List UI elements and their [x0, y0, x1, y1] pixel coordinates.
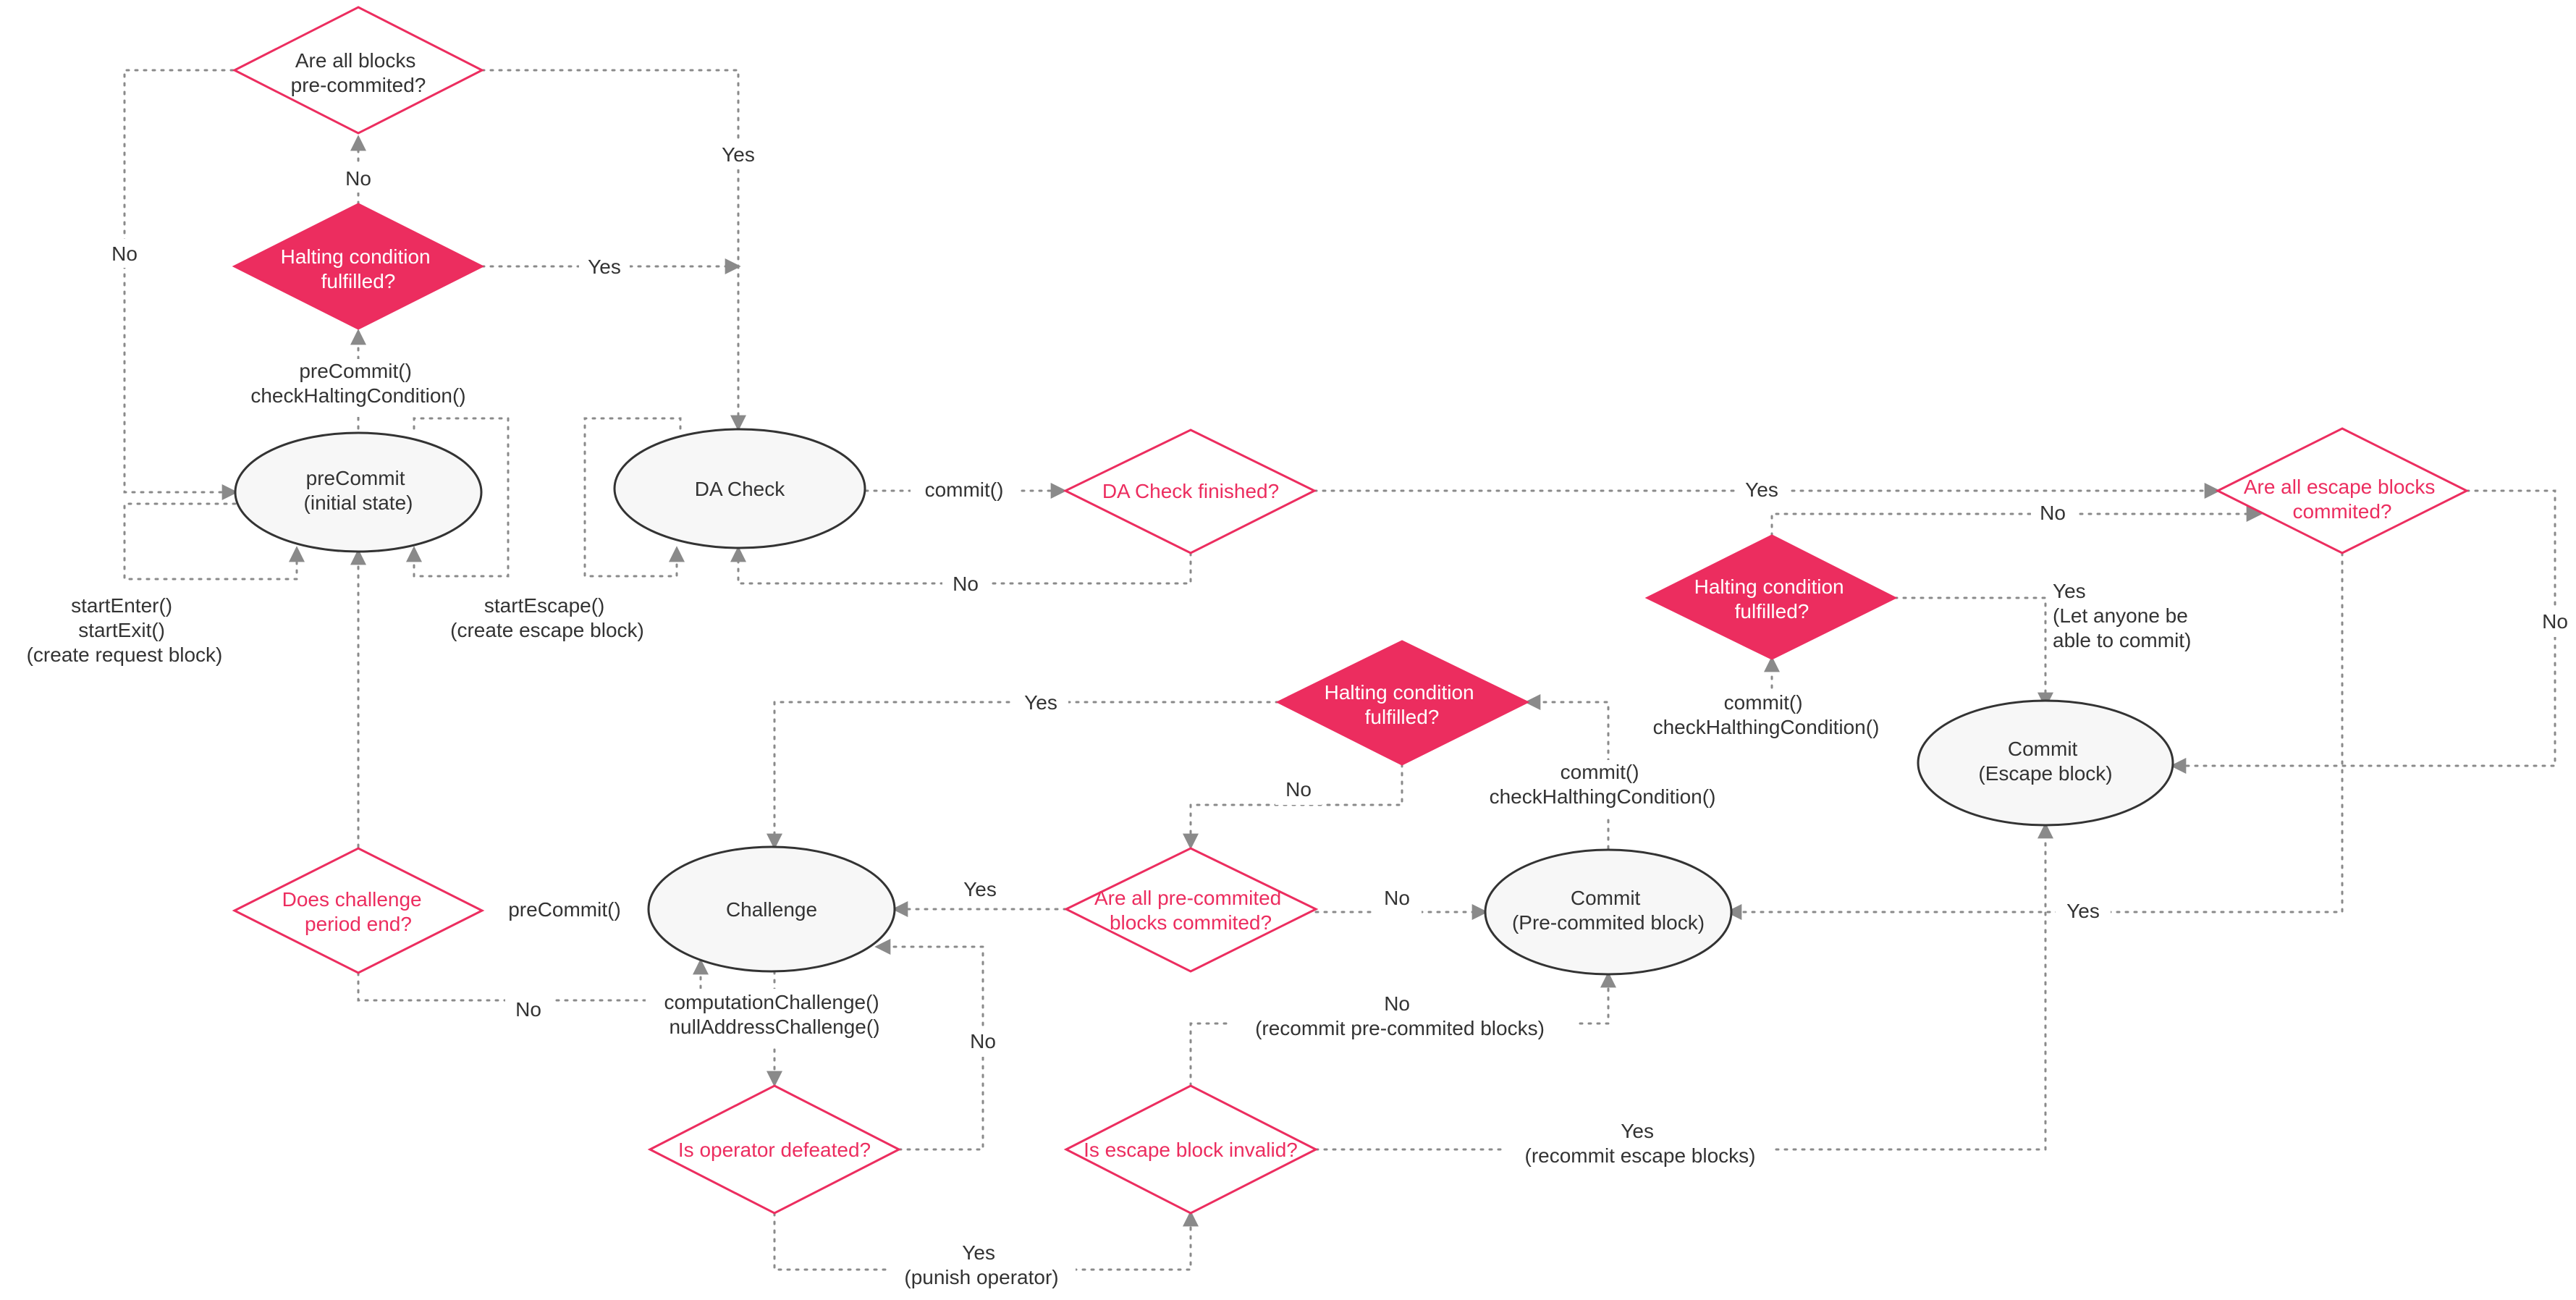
decision-operator-defeated-line-1: Is operator defeated? — [678, 1139, 871, 1161]
svg-text:DA Check finished?: DA Check finished? — [1102, 480, 1279, 502]
label-precommit-call: preCommit() — [508, 898, 621, 921]
state-precommit[interactable]: preCommit (initial state) — [234, 431, 483, 553]
label-no-top: No — [345, 167, 371, 190]
decision-period-end-line-1: Does challenge — [282, 888, 422, 911]
decision-all-blocks-line-1: Are all blocks — [295, 49, 416, 72]
svg-text:Are all escape blocks co: Are all escape blocks commited? — [2244, 476, 2441, 523]
decision-halting-right-line-1: Halting condition — [1694, 575, 1844, 598]
svg-text:Halting condition fulfil: Halting condition fulfilled? — [1694, 575, 1850, 622]
label-commit-halting-middle: commit() checkHalthingCondition() — [1490, 761, 1716, 808]
label-yes-top-right: Yes — [722, 143, 755, 166]
label-no-left: No — [111, 242, 138, 265]
state-precommit-line-2: (initial state) — [304, 491, 413, 514]
svg-text:Commit (Pre-commited blo: Commit (Pre-commited block) — [1512, 887, 1705, 934]
state-challenge[interactable]: Challenge — [647, 845, 896, 973]
decision-all-escape-commited[interactable]: Are all escape blocks commited? — [2215, 427, 2470, 554]
svg-text:DA Check: DA Check — [695, 478, 785, 500]
state-precommit-line-1: preCommit — [306, 467, 405, 489]
edge-halting-middle-yes — [767, 701, 1280, 850]
svg-text:preCommit (initial state: preCommit (initial state) — [304, 467, 413, 514]
svg-text:Are all pre-commited blo: Are all pre-commited blocks commited? — [1094, 887, 1287, 934]
edge-all-escape-yes — [1726, 552, 2344, 920]
svg-text:Halting condition fulfil: Halting condition fulfilled? — [281, 245, 436, 292]
svg-text:Does challenge period en: Does challenge period end? — [282, 888, 428, 935]
decision-all-escape-line-1: Are all escape blocks — [2244, 476, 2436, 498]
edge-precommit-self-loop-escape — [406, 417, 510, 578]
state-commit-precommited[interactable]: Commit (Pre-commited block) — [1484, 848, 1733, 976]
svg-text:Challenge: Challenge — [726, 898, 817, 921]
decision-escape-invalid-line-1: Is escape block invalid? — [1084, 1139, 1298, 1161]
label-no-challenge-end: No — [515, 998, 541, 1021]
decision-halting-right-line-2: fulfilled? — [1735, 600, 1809, 622]
label-no-da: No — [953, 573, 979, 595]
state-commit-precommited-line-2: (Pre-commited block) — [1512, 911, 1705, 934]
svg-text:Halting condition fulfil: Halting condition fulfilled? — [1325, 681, 1480, 728]
edge-commit-pre-to-halting-middle — [1524, 694, 1610, 850]
edge-labels: No No Yes Yes preCommit() checkHaltingCo… — [27, 140, 2576, 1299]
svg-text:Is escape block invalid?: Is escape block invalid? — [1084, 1139, 1298, 1161]
label-yes-recommit-escape: Yes (recommit escape blocks) — [1525, 1120, 1756, 1167]
decision-halting-middle-line-2: fulfilled? — [1365, 706, 1440, 728]
decision-halting-top[interactable]: Halting condition fulfilled? — [232, 203, 485, 330]
state-dacheck[interactable]: DA Check — [613, 428, 866, 549]
decision-da-check-finished[interactable]: DA Check finished? — [1063, 429, 1317, 554]
state-commit-escape[interactable]: Commit (Escape block) — [1917, 699, 2174, 827]
decision-all-precommited-commited[interactable]: Are all pre-commited blocks commited? — [1063, 847, 1319, 973]
label-no-recommit-pre: No (recommit pre-commited blocks) — [1255, 992, 1545, 1039]
state-commit-escape-line-2: (Escape block) — [1978, 762, 2112, 785]
svg-text:Commit (Escape block): Commit (Escape block) — [1978, 738, 2112, 785]
label-yes-escape-to-commit: Yes — [2066, 900, 2100, 922]
decision-period-end-line-2: period end? — [305, 913, 412, 935]
edge-all-blocks-yes-to-dacheck — [481, 69, 746, 431]
edges — [123, 69, 2556, 1271]
decision-all-precommited-line-2: blocks commited? — [1110, 911, 1272, 934]
label-commit-halting-right: commit() checkHalthingCondition() — [1653, 691, 1880, 738]
decision-all-escape-line-2: commited? — [2293, 500, 2392, 523]
state-commit-precommited-line-1: Commit — [1571, 887, 1641, 909]
decision-halting-top-line-1: Halting condition — [281, 245, 431, 268]
label-no-halting-middle: No — [1285, 778, 1312, 801]
edge-dacheck-self-loop — [583, 417, 685, 578]
label-yes-halting-top: Yes — [588, 256, 621, 278]
edge-operator-yes — [773, 1210, 1199, 1271]
decision-all-blocks-line-2: pre-commited? — [291, 74, 426, 96]
label-start-enter: startEnter() startExit() (create request… — [27, 594, 223, 666]
decision-all-precommited-line-1: Are all pre-commited — [1094, 887, 1281, 909]
label-no-operator: No — [970, 1030, 996, 1052]
decision-challenge-period-end[interactable]: Does challenge period end? — [232, 847, 485, 974]
label-precommit-check: preCommit() checkHaltingCondition() — [250, 360, 465, 407]
edge-halting-right-no — [1770, 506, 2263, 537]
label-challenge-calls: computationChallenge() nullAddressChalle… — [664, 991, 884, 1038]
label-yes-halting-middle: Yes — [1024, 691, 1057, 714]
state-challenge-line-1: Challenge — [726, 898, 817, 921]
decision-operator-defeated[interactable]: Is operator defeated? — [647, 1084, 902, 1215]
decision-halting-middle[interactable]: Halting condition fulfilled? — [1275, 640, 1530, 766]
state-commit-escape-line-1: Commit — [2008, 738, 2078, 760]
label-no-escape-halting: No — [2040, 502, 2066, 524]
svg-text:Are all blocks pre-commi: Are all blocks pre-commited? — [291, 49, 426, 96]
edge-halting-middle-no — [1183, 763, 1403, 850]
svg-text:Is operator defeated?: Is operator defeated? — [678, 1139, 871, 1161]
label-yes-punish: Yes (punish operator) — [904, 1241, 1058, 1288]
label-yes-to-challenge: Yes — [963, 878, 997, 900]
decision-escape-block-invalid[interactable]: Is escape block invalid? — [1063, 1084, 1319, 1215]
label-start-escape: startEscape() (create escape block) — [450, 594, 644, 641]
decision-da-check-finished-line-1: DA Check finished? — [1102, 480, 1279, 502]
decision-halting-top-line-2: fulfilled? — [321, 270, 396, 292]
state-dacheck-line-1: DA Check — [695, 478, 785, 500]
edge-halting-right-yes — [1893, 596, 2053, 709]
label-no-to-commit: No — [1384, 887, 1410, 909]
decision-halting-right[interactable]: Halting condition fulfilled? — [1644, 534, 1898, 660]
edge-all-blocks-no-to-precommit — [123, 69, 238, 500]
decision-all-blocks-precommited[interactable]: Are all blocks pre-commited? — [232, 6, 485, 135]
label-commit-da: commit() — [925, 478, 1004, 501]
decision-halting-middle-line-1: Halting condition — [1325, 681, 1474, 704]
label-yes-da: Yes — [1745, 478, 1778, 501]
label-yes-anyone: Yes (Let anyone be able to commit) — [2053, 580, 2194, 651]
label-no-escape-right: No — [2542, 610, 2568, 633]
